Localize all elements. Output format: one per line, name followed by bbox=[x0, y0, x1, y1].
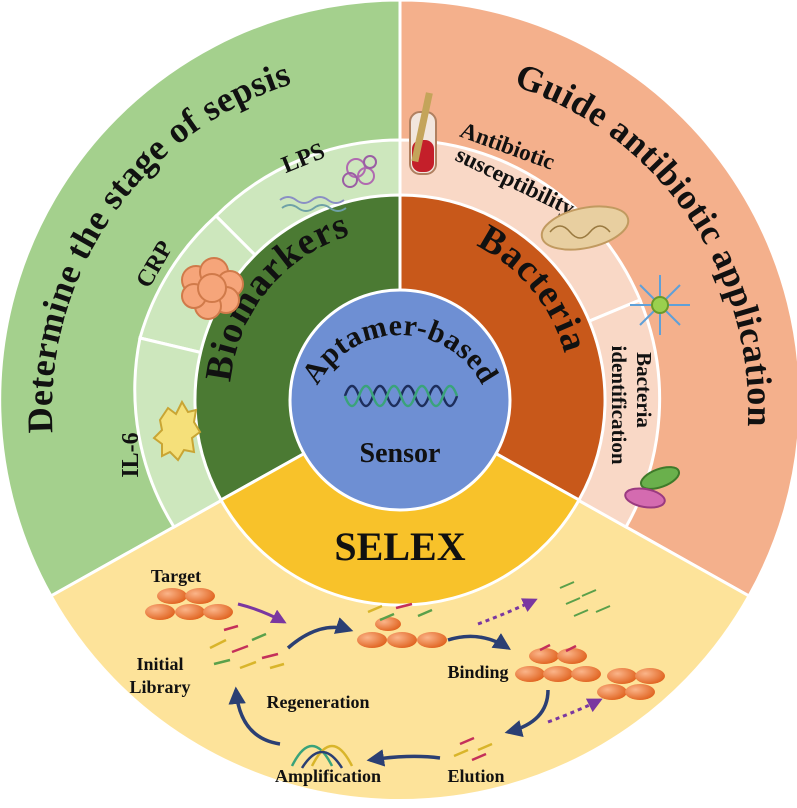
bacterium-mitochondria-icon bbox=[540, 205, 630, 251]
target-label: Target bbox=[151, 566, 201, 586]
selex-label: SELEX bbox=[334, 524, 465, 569]
il6-label: IL-6 bbox=[118, 432, 144, 477]
test-tube-icon bbox=[409, 92, 437, 175]
elution-label: Elution bbox=[447, 766, 504, 786]
selex-cycle: Target Initial Library bbox=[130, 566, 665, 786]
unbound-wash-arrow bbox=[477, 598, 538, 626]
identification-label-line2: identification bbox=[607, 346, 631, 465]
crp-protein-icon bbox=[181, 257, 244, 320]
target-to-binding-arrow bbox=[237, 602, 287, 624]
amplification-to-library-arrow bbox=[228, 686, 281, 746]
target-particles bbox=[145, 588, 233, 620]
library-sequences bbox=[209, 624, 285, 670]
mix-particles bbox=[357, 617, 447, 648]
initial-library-label-line2: Library bbox=[130, 677, 191, 697]
initial-library-label-line1: Initial bbox=[136, 654, 183, 674]
mix-sequences bbox=[367, 602, 433, 622]
elution-to-amplification-arrow bbox=[366, 749, 441, 767]
lps-molecule-icon bbox=[279, 155, 377, 212]
pcr-curve-icon bbox=[290, 744, 354, 769]
binding-label: Binding bbox=[447, 662, 508, 682]
unbound-sequences bbox=[559, 581, 611, 617]
binding-to-elution-arrow bbox=[504, 689, 550, 738]
aptamer-helix-icon bbox=[343, 384, 459, 408]
bound-particles bbox=[515, 648, 601, 682]
eluted-sequences bbox=[453, 736, 493, 762]
regeneration-label: Regeneration bbox=[267, 692, 370, 712]
bacteria-cluster-icon bbox=[624, 466, 681, 509]
mix-to-binding-arrow bbox=[447, 633, 511, 650]
amplification-label: Amplification bbox=[275, 766, 381, 786]
il6-molecule-icon bbox=[152, 399, 202, 462]
released-particles bbox=[597, 668, 665, 700]
virus-icon bbox=[630, 275, 690, 335]
center-subtitle: Sensor bbox=[360, 438, 441, 469]
bound-sequences bbox=[539, 643, 577, 653]
library-to-binding-arrow bbox=[286, 617, 354, 650]
identification-label-line1: Bacteria bbox=[632, 352, 656, 428]
